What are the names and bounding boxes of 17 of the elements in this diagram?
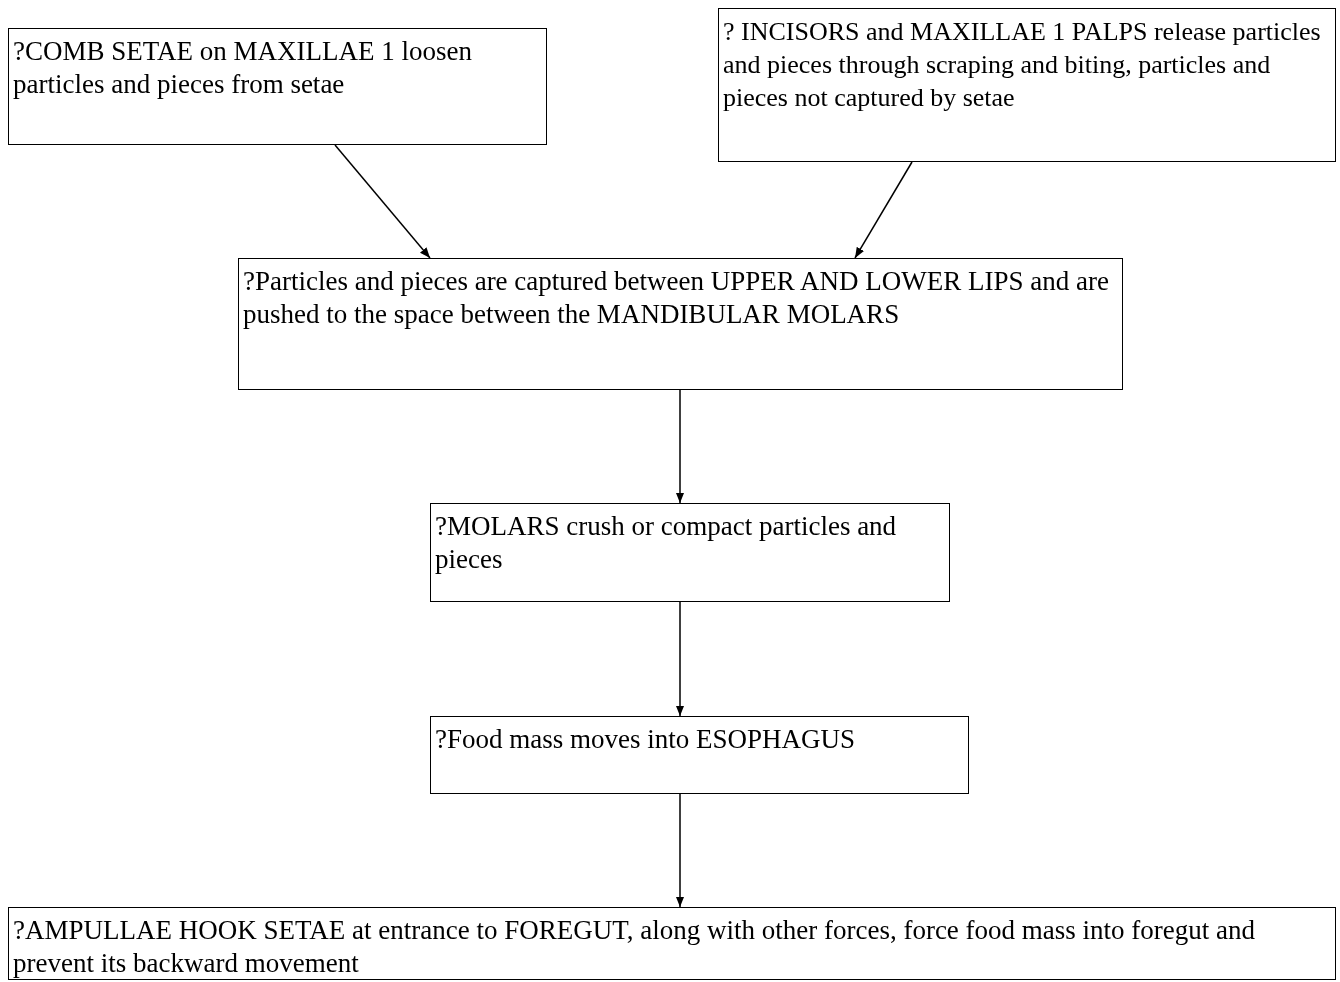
- process-box: [238, 258, 1123, 390]
- process-box: [430, 503, 950, 602]
- step-text: ?Particles and pieces are captured between UPPER AND LOWER LIPS and are pushed to the space between the MANDIBULAR MOLARS: [243, 265, 1110, 331]
- step-text: ?AMPULLAE HOOK SETAE at entrance to FOREGUT, along with other forces, force food mass into foregut and prevent its backward movement: [13, 914, 1257, 980]
- process-box: [8, 907, 1336, 980]
- arrow: [675, 793, 685, 908]
- step-text: ?COMB SETAE on MAXILLAE 1 loosen particles and pieces from setae: [13, 35, 474, 101]
- arrow: [334, 144, 431, 259]
- arrow: [675, 389, 685, 504]
- step-text: ?Food mass moves into ESOPHAGUS: [435, 723, 857, 756]
- arrow: [854, 161, 913, 259]
- arrow: [675, 601, 685, 717]
- process-box: [430, 716, 969, 794]
- process-box: [8, 28, 547, 145]
- step-text: ?MOLARS crush or compact particles and pieces: [435, 510, 898, 576]
- process-box: [718, 8, 1336, 162]
- step-text: ? INCISORS and MAXILLAE 1 PALPS release particles and pieces through scraping and biting, particles and pieces not captured by setae: [723, 16, 1322, 114]
